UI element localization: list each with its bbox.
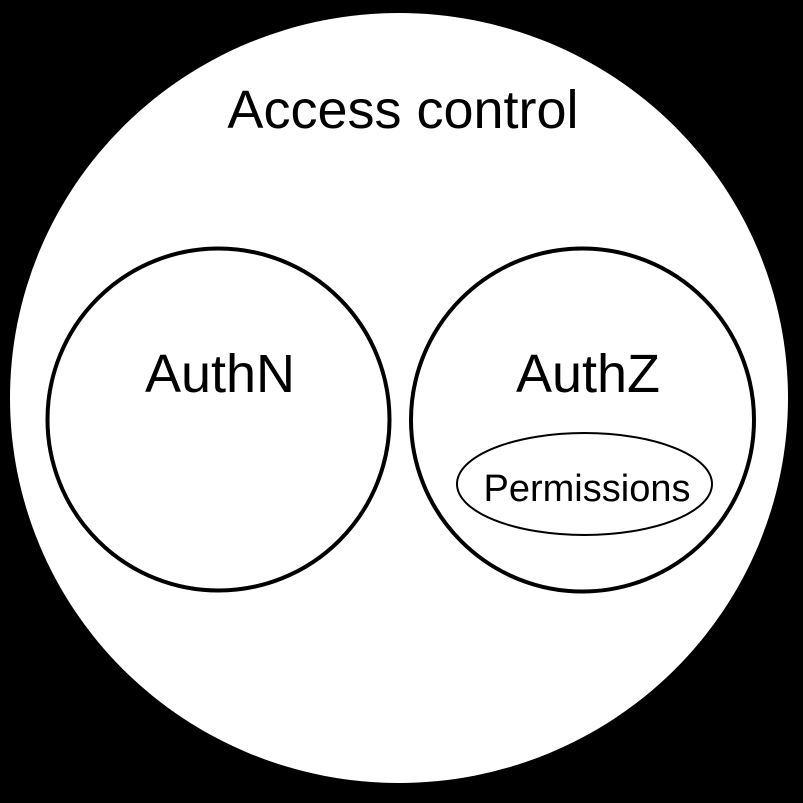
- authz-circle: [409, 246, 756, 594]
- authn-label: AuthN: [145, 344, 295, 404]
- permissions-ellipse: [456, 432, 713, 536]
- authz-label: AuthZ: [516, 344, 660, 404]
- diagram-title: Access control: [227, 80, 578, 140]
- authn-circle: [45, 246, 392, 593]
- permissions-label: Permissions: [484, 468, 691, 510]
